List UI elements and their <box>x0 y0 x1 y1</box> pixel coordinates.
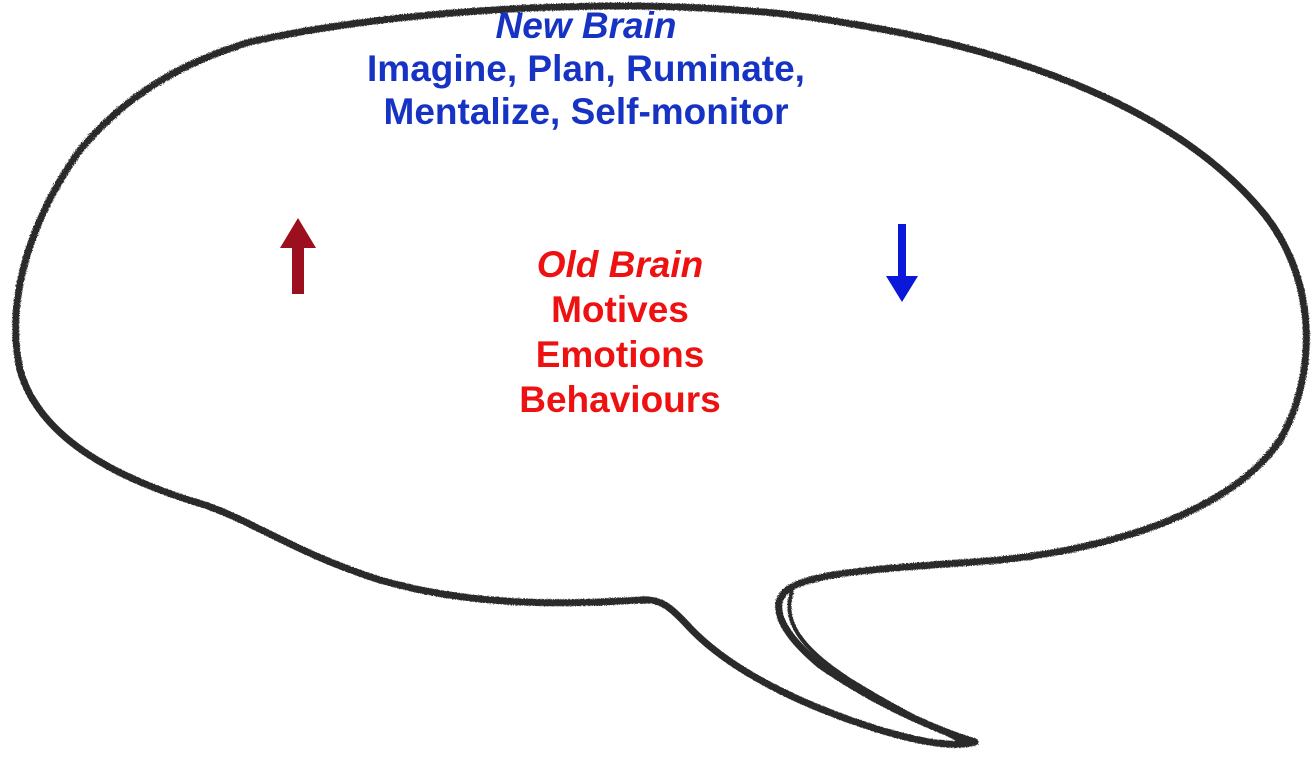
new-brain-title: New Brain <box>300 4 872 47</box>
old-brain-item-motives: Motives <box>420 287 820 332</box>
arrow-up-icon <box>278 218 318 296</box>
arrow-down-icon <box>882 222 922 304</box>
old-brain-item-behaviours: Behaviours <box>420 377 820 422</box>
new-brain-functions-line-1: Imagine, Plan, Ruminate, <box>300 47 872 90</box>
old-brain-item-emotions: Emotions <box>420 332 820 377</box>
bubble-tail-inner-stroke <box>789 592 968 745</box>
new-brain-block: New Brain Imagine, Plan, Ruminate, Menta… <box>300 4 872 133</box>
old-brain-title: Old Brain <box>420 242 820 287</box>
new-brain-functions-line-2: Mentalize, Self-monitor <box>300 90 872 133</box>
old-brain-block: Old Brain Motives Emotions Behaviours <box>420 242 820 422</box>
